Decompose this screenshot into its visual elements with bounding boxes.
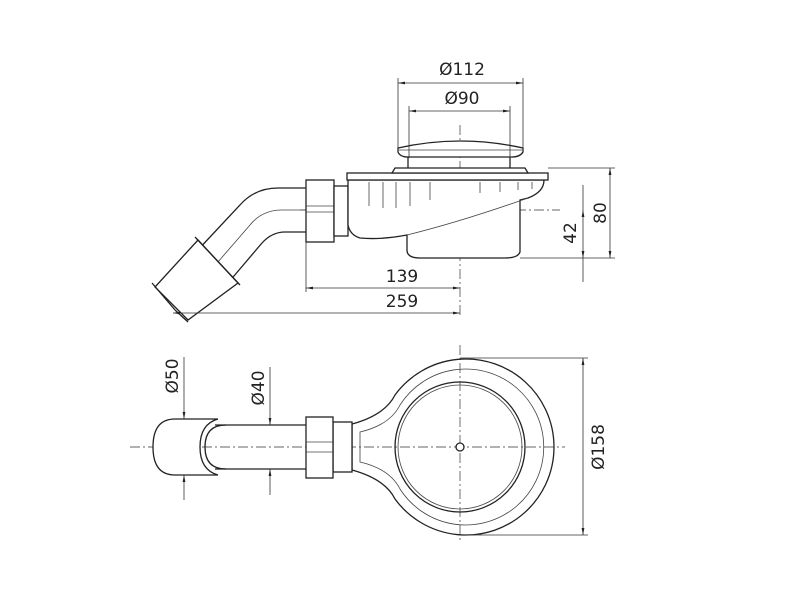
outlet-pipe: [152, 418, 306, 476]
dim-label-pipe-outer: Ø50: [163, 358, 183, 393]
dim-label-cap-inner: Ø90: [444, 89, 479, 109]
dim-label-total-height: 80: [591, 202, 611, 224]
dimension-cap-outer: Ø112: [397, 60, 524, 148]
dimension-total-height: 80: [520, 167, 615, 259]
coupling-nut: [305, 416, 334, 479]
dimension-outlet-to-center: 139: [305, 242, 460, 292]
coupling-nut: [305, 179, 349, 243]
dim-label-total-length: 259: [386, 292, 418, 312]
dim-label-outlet-to-center: 139: [386, 267, 418, 287]
dim-label-body-diameter: Ø158: [589, 424, 609, 470]
dimension-pipe-outer: Ø50: [163, 357, 186, 500]
pipe-upper-edge: [195, 187, 306, 253]
pipe-lower-edge: [227, 231, 306, 284]
pipe-socket: [151, 236, 241, 323]
dimension-body-diameter: Ø158: [460, 357, 609, 536]
drain-cap: [397, 140, 524, 168]
top-view: Ø50 Ø40 Ø158: [130, 345, 609, 542]
body-outline: [351, 358, 555, 536]
dimension-pipe-inner: Ø40: [249, 367, 272, 495]
dimension-cap-inner: Ø90: [408, 89, 511, 158]
trap-body: [346, 167, 549, 259]
center-dot: [455, 442, 465, 452]
dim-label-outlet-height: 42: [561, 222, 581, 244]
side-view: Ø112 Ø90 80 42 139 259: [151, 60, 615, 323]
dimension-total-length: 259: [173, 292, 460, 315]
dim-label-pipe-inner: Ø40: [249, 370, 269, 405]
dim-label-cap-outer: Ø112: [439, 60, 485, 80]
dimension-outlet-height: 42: [561, 185, 585, 282]
